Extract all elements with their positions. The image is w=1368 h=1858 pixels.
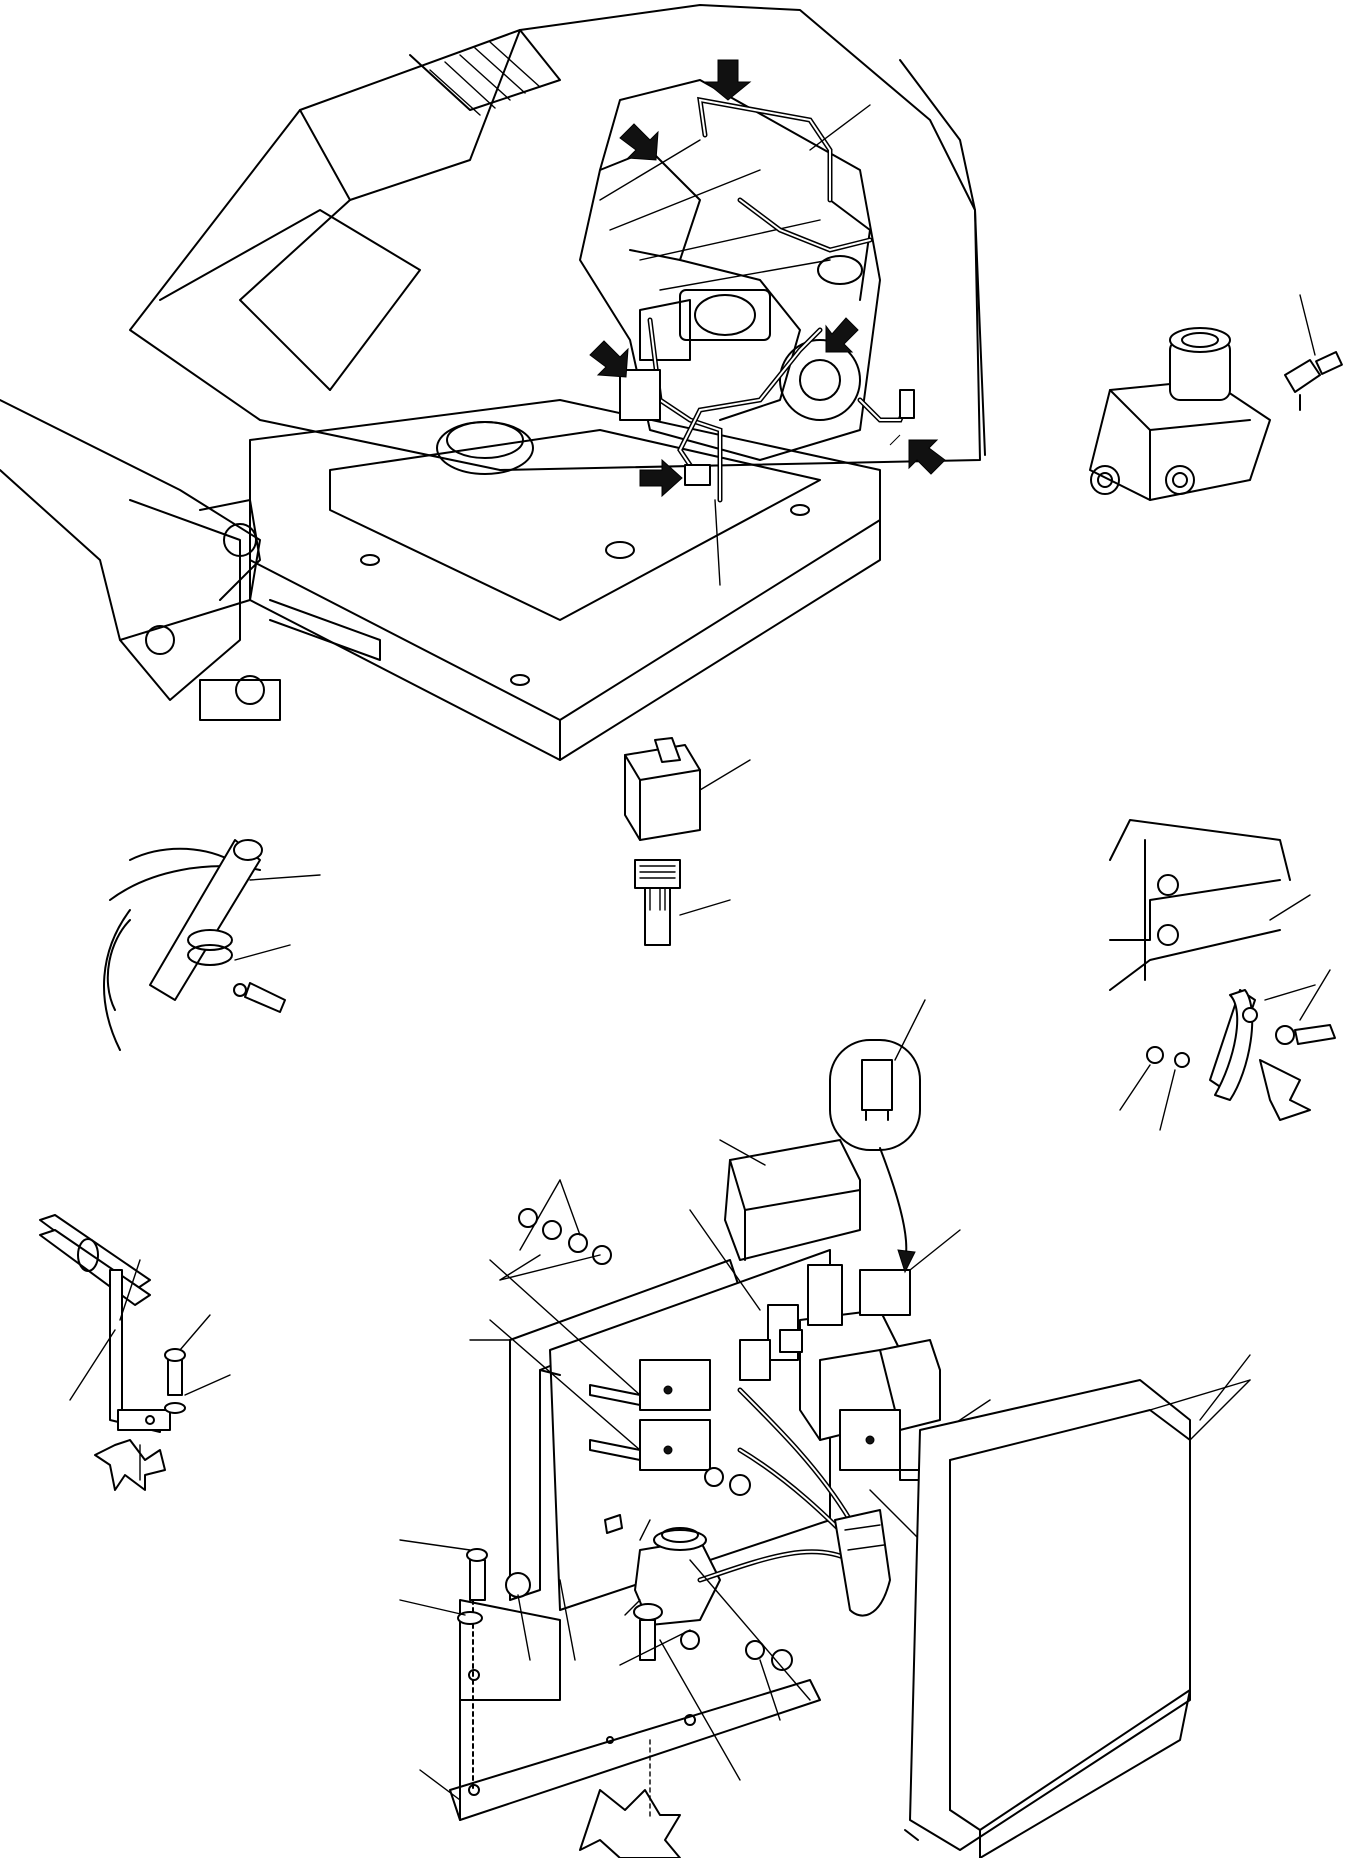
- fuse-detail-callout: [829, 999, 926, 1274]
- leader-lines: [714, 104, 871, 586]
- relay-and-socket: [624, 737, 751, 946]
- ecu-cover: [904, 1354, 1251, 1858]
- ground-strap: [1109, 819, 1336, 1131]
- wiring-harness: [619, 96, 915, 503]
- cable-bracket: [39, 1214, 231, 1491]
- indicator-arrows: [589, 59, 946, 498]
- relay-board-assembly: [399, 1139, 991, 1858]
- machine-body: [0, 4, 986, 761]
- clamp-detail: [103, 839, 321, 1051]
- pressure-switch-assembly: [1089, 294, 1343, 501]
